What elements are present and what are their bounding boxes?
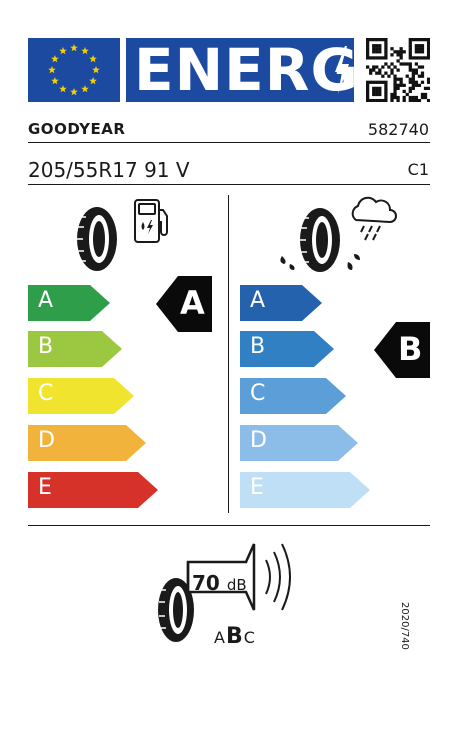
qr-code-icon[interactable] (366, 38, 431, 103)
fuel-class-label: C (38, 381, 54, 406)
wet-class-a: A (240, 285, 322, 321)
eu-star-icon (59, 46, 67, 55)
noise-tyre-icon (158, 578, 194, 642)
wet-class-label: A (250, 288, 266, 313)
fuel-pump-icon (134, 199, 168, 243)
eu-star-icon (89, 55, 97, 63)
energy-banner (126, 38, 354, 102)
wet-class-d: D (240, 425, 358, 461)
wet-class-e: E (240, 472, 370, 508)
wet-class-b: B (240, 331, 334, 367)
eu-star-icon (51, 55, 59, 63)
eu-flag-icon (28, 38, 120, 102)
eu-star-icon (48, 66, 56, 74)
eu-star-icon (92, 66, 100, 74)
tyre-class: C1 (407, 160, 429, 179)
fuel-class-label: E (38, 475, 52, 500)
wet-class-label: D (250, 428, 267, 453)
noise-class-a: A (214, 628, 226, 647)
divider (28, 142, 430, 143)
noise-value: 70 dB (192, 571, 247, 595)
noise-class-b: B (225, 624, 244, 649)
wet-class-label: C (250, 381, 266, 406)
speaker-icon (186, 543, 291, 611)
fuel-rating-badge: A (156, 276, 212, 332)
wet-rating-value: B (398, 330, 423, 368)
fuel-rating-value: A (180, 284, 205, 322)
rain-cloud-icon (351, 196, 397, 241)
lightning-icon (335, 46, 349, 94)
tyre-wet-icon (280, 208, 360, 272)
divider (28, 184, 430, 185)
supplier-name: GOODYEAR (28, 120, 126, 138)
section-divider (228, 195, 229, 513)
energy-title: ENERG (134, 36, 360, 104)
eu-star-icon (70, 44, 78, 52)
eu-star-icon (59, 85, 67, 93)
fuel-class-c: C (28, 378, 134, 414)
noise-db-number: 70 (192, 571, 220, 595)
eu-star-icon (81, 85, 89, 93)
model-identifier: 582740 (367, 120, 429, 139)
eu-star-icon (89, 77, 97, 85)
fuel-class-label: D (38, 428, 55, 453)
tyre-fuel-icon (77, 207, 117, 271)
wet-class-c: C (240, 378, 346, 414)
fuel-class-b: B (28, 331, 122, 367)
wet-class-label: B (250, 334, 266, 359)
eu-star-icon (70, 88, 78, 96)
fuel-class-a: A (28, 285, 110, 321)
noise-class-c: C (243, 628, 256, 647)
fuel-class-d: D (28, 425, 146, 461)
divider (28, 525, 430, 526)
wet-class-label: E (250, 475, 264, 500)
eu-star-icon (81, 46, 89, 55)
fuel-class-label: A (38, 288, 54, 313)
wet-rating-badge: B (374, 322, 430, 378)
fuel-class-label: B (38, 334, 54, 359)
regulation-reference: 2020/740 (399, 602, 410, 650)
fuel-class-e: E (28, 472, 158, 508)
noise-unit: dB (226, 576, 247, 594)
eu-star-icon (51, 77, 59, 85)
tyre-size: 205/55R17 91 V (28, 158, 190, 182)
noise-class: ABC (214, 624, 256, 649)
